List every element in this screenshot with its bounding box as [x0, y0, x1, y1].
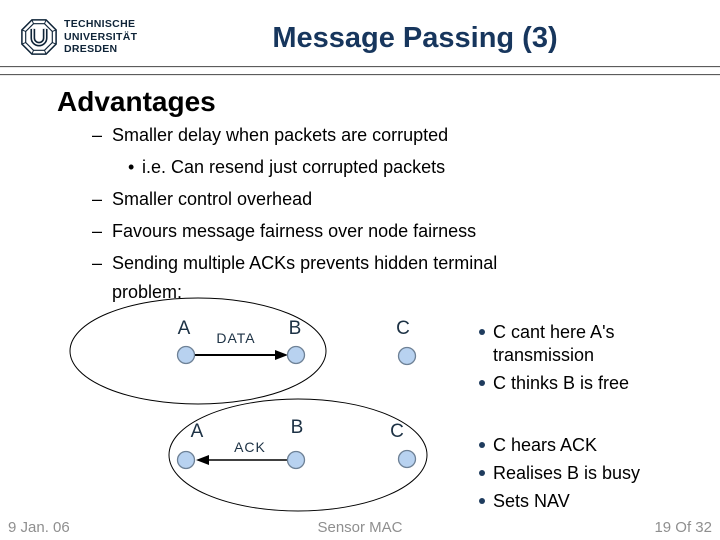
logo-line-3: DRESDEN — [64, 43, 118, 56]
dot-bullet — [479, 380, 485, 386]
node-c-label: C — [396, 318, 410, 339]
node-b-circle — [286, 450, 306, 470]
list-item: – Smaller control overhead — [92, 185, 562, 214]
dot-bullet — [479, 470, 485, 476]
bullet-list: – Smaller delay when packets are corrupt… — [92, 121, 562, 310]
note-text: C cant here A's transmission — [493, 322, 615, 365]
note-block-ack: C hears ACK Realises B is busy Sets NAV — [479, 434, 709, 518]
list-item-text: Favours message fairness over node fairn… — [112, 221, 477, 241]
tu-dresden-logo: TECHNISCHE UNIVERSITÄT DRESDEN — [20, 18, 137, 56]
dash-bullet: – — [92, 253, 103, 273]
slide-title: Message Passing (3) — [272, 22, 558, 54]
footer-deck-title: Sensor MAC — [317, 519, 403, 536]
list-subitem: • i.e. Can resend just corrupted packets — [128, 153, 562, 182]
list-item-text: Smaller control overhead — [112, 189, 313, 209]
list-item: – Smaller delay when packets are corrupt… — [92, 121, 562, 150]
list-item: – Sending multiple ACKs prevents hidden … — [92, 249, 562, 307]
note-text: Realises B is busy — [493, 463, 641, 483]
dash-bullet: – — [92, 189, 103, 209]
ack-arrow-label: ACK — [234, 439, 266, 455]
dash-bullet: – — [92, 125, 103, 145]
node-a-label: A — [178, 318, 191, 339]
data-arrowhead — [275, 350, 288, 360]
dot-bullet: • — [128, 157, 135, 177]
logo-line-1: TECHNISCHE — [64, 18, 136, 31]
list-item-text: Smaller delay when packets are corrupted — [112, 125, 449, 145]
node-c-circle — [397, 346, 417, 366]
note-block-data: C cant here A's transmission C thinks B … — [479, 321, 709, 400]
header-rule-top — [0, 66, 720, 68]
radio-range-ellipse-1 — [69, 297, 327, 405]
node-b-label: B — [291, 417, 304, 438]
radio-range-ellipse-2 — [168, 398, 428, 512]
header-rule-bottom — [0, 74, 720, 76]
logo-line-2: UNIVERSITÄT — [64, 30, 138, 43]
node-b-circle — [286, 345, 306, 365]
ack-arrowhead — [196, 455, 209, 465]
note-text: C hears ACK — [493, 435, 598, 455]
node-b-label: B — [289, 318, 302, 339]
node-a-label: A — [191, 421, 204, 442]
note-item: Realises B is busy — [479, 462, 709, 485]
section-heading: Advantages — [57, 86, 216, 117]
note-item: C cant here A's transmission — [479, 321, 709, 367]
note-text: C thinks B is free — [493, 373, 630, 393]
list-item-text: Sending multiple ACKs prevents hidden te… — [112, 253, 498, 302]
dot-bullet — [479, 498, 485, 504]
list-item: – Favours message fairness over node fai… — [92, 217, 562, 246]
footer-date: 9 Jan. 06 — [8, 519, 70, 536]
note-item: C thinks B is free — [479, 372, 709, 395]
list-item-text: i.e. Can resend just corrupted packets — [142, 157, 446, 177]
dot-bullet — [479, 442, 485, 448]
node-c-label: C — [390, 421, 404, 442]
note-item: Sets NAV — [479, 490, 709, 513]
dash-bullet: – — [92, 221, 103, 241]
hidden-terminal-diagram: A B C DATA A B C ACK — [69, 297, 428, 512]
node-a-circle — [176, 345, 196, 365]
node-c-circle — [397, 449, 417, 469]
note-item: C hears ACK — [479, 434, 709, 457]
note-text: Sets NAV — [493, 491, 570, 511]
logo-wordmark: TECHNISCHE UNIVERSITÄT DRESDEN — [64, 18, 137, 56]
data-arrow-label: DATA — [216, 330, 255, 346]
node-a-circle — [176, 450, 196, 470]
tu-dresden-octagon-icon — [21, 19, 57, 55]
footer-page-number: 19 Of 32 — [654, 519, 712, 536]
dot-bullet — [479, 329, 485, 335]
